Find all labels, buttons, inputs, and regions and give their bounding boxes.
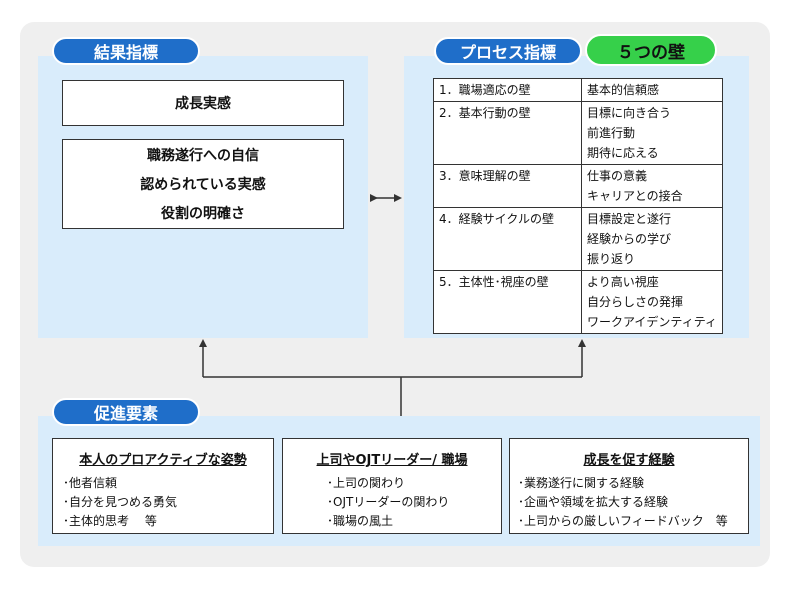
factor-item: ･主体的思考 等 [63,514,157,528]
wall-aspect: 自分らしさの発揮 [587,295,684,309]
factor-boss-ojt-workplace: 上司やOJTリーダー/ 職場 ･上司の関わり ･OJTリーダーの関わり ･職場の… [282,438,502,534]
result-indicator-label: 結果指標 [52,37,200,65]
factor-proactive-attitude: 本人のプロアクティブな姿勢 ･他者信頼 ･自分を見つめる勇気 ･主体的思考 等 [52,438,274,534]
wall-aspects: 目標に向き合う 前進行動 期待に応える [581,101,723,165]
table-row: 1．職場適応の壁 基本的信頼感 [432,78,723,102]
factor-item: ･他者信頼 [63,476,118,490]
wall-aspects: 目標設定と遂行 経験からの学び 振り返り [581,207,723,271]
factor-title: 成長を促す経験 [583,453,675,468]
wall-aspect: 期待に応える [587,146,659,160]
factor-growth-experience: 成長を促す経験 ･業務遂行に関する経験 ･企画や領域を拡大する経験 ･上司からの… [509,438,749,534]
factor-title: 上司やOJTリーダー/ 職場 [316,453,468,468]
wall-aspect: キャリアとの接合 [587,189,683,203]
factor-item: ･OJTリーダーの関わり [327,495,450,509]
wall-name: 2．基本行動の壁 [432,101,583,165]
wall-name: 1．職場適応の壁 [432,78,583,102]
wall-aspect: 基本的信頼感 [587,83,660,97]
wall-aspect: 振り返り [587,252,636,266]
factor-item: ･上司からの厳しいフィードバック 等 [518,514,728,528]
five-walls-badge: ５つの壁 [585,34,717,66]
factor-item: ･職場の風土 [327,514,394,528]
table-row: 3．意味理解の壁 仕事の意義 キャリアとの接合 [432,164,723,208]
wall-aspect: ワークアイデンティティ [587,315,717,329]
wall-aspects: より高い視座 自分らしさの発揮 ワークアイデンティティ [581,270,723,334]
result-items-box: 職務遂行への自信 認められている実感 役割の明確さ [62,139,344,229]
wall-name: 5．主体性･視座の壁 [432,270,583,334]
process-indicator-label: プロセス指標 [434,37,582,65]
table-row: 5．主体性･視座の壁 より高い視座 自分らしさの発揮 ワークアイデンティティ [432,270,723,334]
result-item: 認められている実感 [140,177,266,193]
wall-aspect: より高い視座 [587,275,659,289]
wall-aspect: 仕事の意義 [587,169,648,183]
factor-title: 本人のプロアクティブな姿勢 [79,453,247,468]
factor-item: ･企画や領域を拡大する経験 [518,495,669,509]
wall-aspect: 目標設定と遂行 [587,212,672,226]
factor-item: ･業務遂行に関する経験 [518,476,645,490]
factor-item: ･上司の関わり [327,476,406,490]
wall-name: 4．経験サイクルの壁 [432,207,583,271]
table-row: 4．経験サイクルの壁 目標設定と遂行 経験からの学び 振り返り [432,207,723,271]
wall-aspect: 経験からの学び [587,232,672,246]
result-item: 役割の明確さ [161,206,245,222]
wall-aspect: 目標に向き合う [587,106,672,120]
promoting-factors-label: 促進要素 [52,398,200,426]
wall-name: 3．意味理解の壁 [432,164,583,208]
five-walls-table: 1．職場適応の壁 基本的信頼感 2．基本行動の壁 目標に向き合う 前進行動 期待… [432,78,723,334]
factor-item: ･自分を見つめる勇気 [63,495,178,509]
table-row: 2．基本行動の壁 目標に向き合う 前進行動 期待に応える [432,101,723,165]
result-item: 職務遂行への自信 [147,148,259,164]
wall-aspects: 仕事の意義 キャリアとの接合 [581,164,723,208]
wall-aspect: 前進行動 [587,126,636,140]
growth-feeling-box: 成長実感 [62,80,344,126]
